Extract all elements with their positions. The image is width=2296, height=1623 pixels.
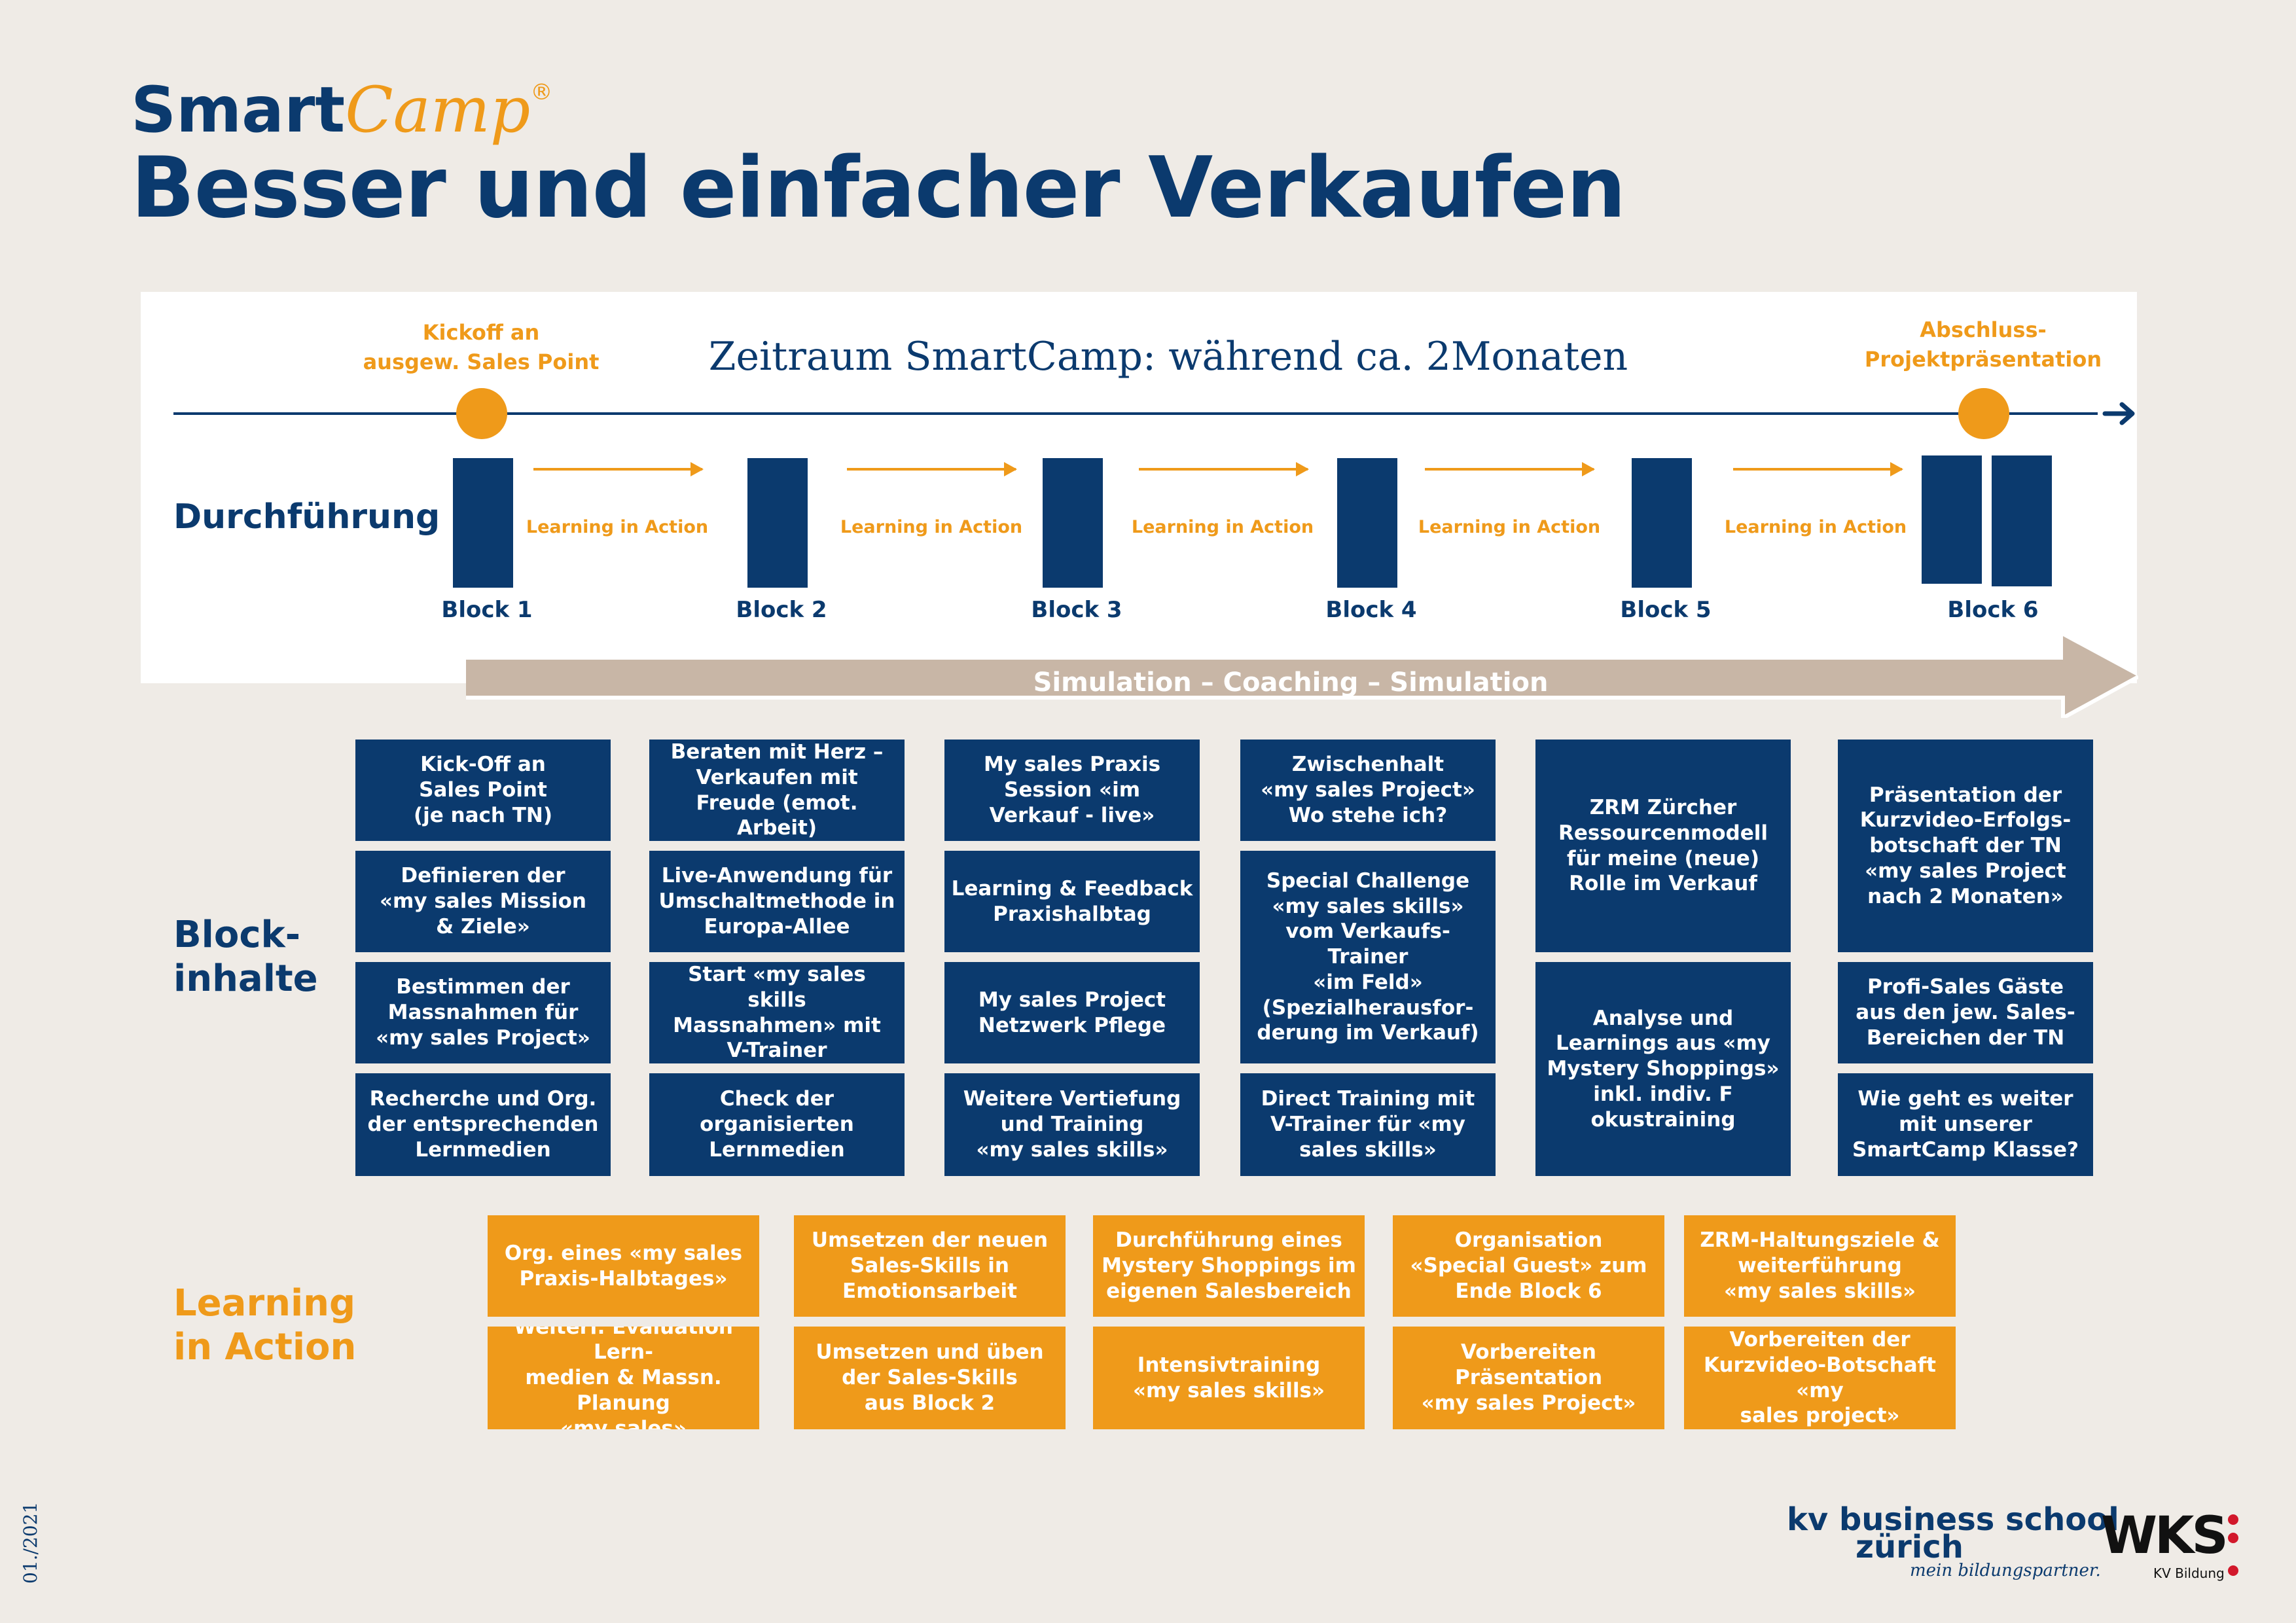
block-4-content-3: Direct Training mit V-Trainer für «my sa… <box>1240 1073 1496 1176</box>
block-6-content-3: Wie geht es weiter mit unserer SmartCamp… <box>1838 1073 2093 1176</box>
closing-milestone-dot <box>1958 388 2009 439</box>
block-1-bar <box>453 458 513 588</box>
block-6-label: Block 6 <box>1947 597 2039 623</box>
brand-logo: SmartCamp® <box>131 79 552 141</box>
kickoff-label: Kickoff an ausgew. Sales Point <box>363 320 600 374</box>
block-4-bar <box>1337 458 1397 588</box>
block-6-content-2: Profi-Sales Gäste aus den jew. Sales- Be… <box>1838 962 2093 1063</box>
simulation-band-label: Simulation – Coaching – Simulation <box>1033 668 1549 698</box>
wks-logo: WKS <box>2101 1507 2229 1565</box>
lia-arrow-5 <box>1733 462 1903 476</box>
block-3-content-3: My sales Project Netzwerk Pflege <box>944 962 1200 1063</box>
block-5-label: Block 5 <box>1620 597 1712 623</box>
registered-mark: ® <box>530 79 553 105</box>
timeline-line <box>173 412 2098 415</box>
simulation-band-arrow <box>466 636 2138 718</box>
block-4-label: Block 4 <box>1325 597 1417 623</box>
brand-camp: Camp <box>345 73 531 147</box>
block-1-content-3: Bestimmen der Massnahmen für «my sales P… <box>355 962 611 1063</box>
wks-dot-icon <box>2228 1514 2238 1525</box>
durchfuehrung-label: Durchführung <box>173 497 440 537</box>
block-3-bar <box>1043 458 1103 588</box>
block-5-content-2: Analyse und Learnings aus «my Mystery Sh… <box>1535 962 1791 1176</box>
brand-smart: Smart <box>131 73 346 147</box>
block-3-label: Block 3 <box>1031 597 1122 623</box>
lia-2-item-2: Umsetzen und üben der Sales-Skills aus B… <box>794 1327 1066 1429</box>
lia-arrow-1 <box>533 462 704 476</box>
wks-logo-subtitle: KV Bildung <box>2153 1565 2225 1581</box>
lia-5-item-2: Vorbereiten der Kurzvideo-Botschaft «my … <box>1684 1327 1956 1429</box>
block-3-content-1: My sales Praxis Session «im Verkauf - li… <box>944 740 1200 841</box>
date-code: 01./2021 <box>20 1501 41 1584</box>
period-label: Zeitraum SmartCamp: während ca. 2Monaten <box>708 334 1628 380</box>
block-6-bar-right <box>1992 455 2052 586</box>
lia-arrow-1-label: Learning in Action <box>526 517 709 537</box>
lia-arrow-4-label: Learning in Action <box>1418 517 1601 537</box>
lia-4-item-1: Organisation «Special Guest» zum Ende Bl… <box>1393 1215 1664 1317</box>
block-2-bar <box>747 458 808 588</box>
block-5-bar <box>1632 458 1692 588</box>
lia-1-item-1: Org. eines «my sales Praxis-Halbtages» <box>488 1215 759 1317</box>
block-6-content-1: Präsentation der Kurzvideo-Erfolgs- bots… <box>1838 740 2093 952</box>
block-1-content-1: Kick-Off an Sales Point (je nach TN) <box>355 740 611 841</box>
lia-arrow-5-label: Learning in Action <box>1724 517 1907 537</box>
block-2-content-1: Beraten mit Herz – Verkaufen mit Freude … <box>649 740 905 841</box>
blockinhalte-label: Block- inhalte <box>173 914 318 1001</box>
block-6-bar-left <box>1922 455 1982 584</box>
block-3-content-2: Learning & Feedback Praxishalbtag <box>944 851 1200 952</box>
block-2-label: Block 2 <box>736 597 827 623</box>
block-2-content-3: Start «my sales skills Massnahmen» mit V… <box>649 962 905 1063</box>
page-title: Besser und einfacher Verkaufen <box>131 139 1626 237</box>
lia-2-item-1: Umsetzen der neuen Sales-Skills in Emoti… <box>794 1215 1066 1317</box>
block-1-content-2: Definieren der «my sales Mission & Ziele… <box>355 851 611 952</box>
block-2-content-4: Check der organisierten Lernmedien <box>649 1073 905 1176</box>
lia-arrow-2-label: Learning in Action <box>840 517 1023 537</box>
wks-dot-icon <box>2228 1565 2238 1576</box>
block-1-label: Block 1 <box>441 597 533 623</box>
closing-label: Abschluss- Projektpräsentation <box>1864 317 2102 372</box>
kv-logo-city: zürich <box>1856 1529 1964 1565</box>
lia-5-item-1: ZRM-Haltungsziele & weiterführung «my sa… <box>1684 1215 1956 1317</box>
lia-arrow-3-label: Learning in Action <box>1131 517 1314 537</box>
learning-in-action-label: Learning in Action <box>173 1282 357 1369</box>
lia-3-item-2: Intensivtraining «my sales skills» <box>1093 1327 1365 1429</box>
block-1-content-4: Recherche und Org. der entsprechenden Le… <box>355 1073 611 1176</box>
block-5-content-1: ZRM Zürcher Ressourcenmodell für meine (… <box>1535 740 1791 952</box>
kv-logo-name: kv business school <box>1787 1501 2119 1538</box>
block-4-content-2: Special Challenge «my sales skills» vom … <box>1240 851 1496 1063</box>
lia-3-item-1: Durchführung eines Mystery Shoppings im … <box>1093 1215 1365 1317</box>
lia-arrow-3 <box>1139 462 1309 476</box>
block-4-content-1: Zwischenhalt «my sales Project» Wo stehe… <box>1240 740 1496 841</box>
lia-4-item-2: Vorbereiten Präsentation «my sales Proje… <box>1393 1327 1664 1429</box>
wks-dot-icon <box>2228 1533 2238 1543</box>
arrow-right-icon <box>2102 402 2135 425</box>
kv-logo-tagline: mein bildungspartner. <box>1910 1561 2101 1580</box>
kickoff-milestone-dot <box>456 388 507 439</box>
block-3-content-4: Weitere Vertiefung und Training «my sale… <box>944 1073 1200 1176</box>
lia-1-item-2: Weiterf. Evaluation Lern- medien & Massn… <box>488 1327 759 1429</box>
lia-arrow-2 <box>847 462 1017 476</box>
block-2-content-2: Live-Anwendung für Umschaltmethode in Eu… <box>649 851 905 952</box>
lia-arrow-4 <box>1425 462 1595 476</box>
